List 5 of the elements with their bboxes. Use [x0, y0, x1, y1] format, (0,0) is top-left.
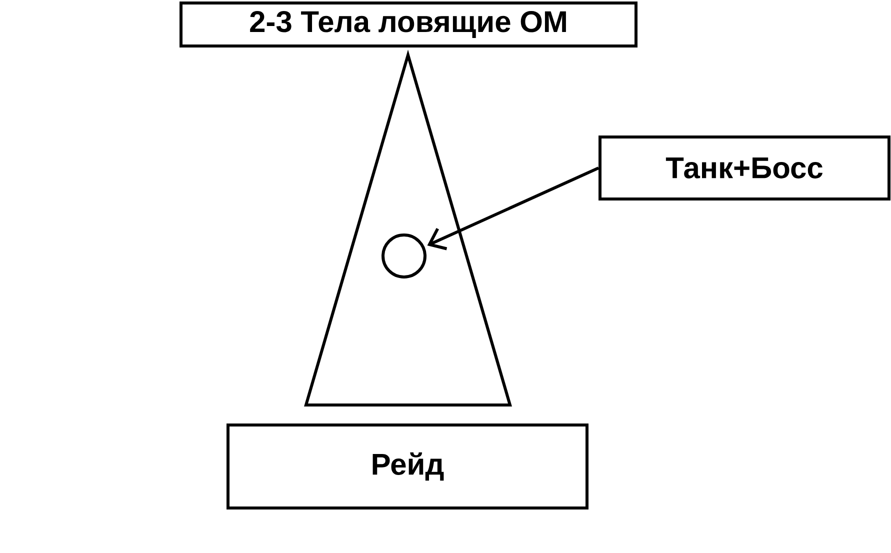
arrow: [427, 166, 600, 250]
text-box: 2-3 Тела ловящие ОМ: [180, 2, 638, 48]
text-box: Танк+Босс: [598, 136, 890, 200]
text-box: Рейд: [226, 424, 588, 510]
circle: [382, 234, 426, 278]
